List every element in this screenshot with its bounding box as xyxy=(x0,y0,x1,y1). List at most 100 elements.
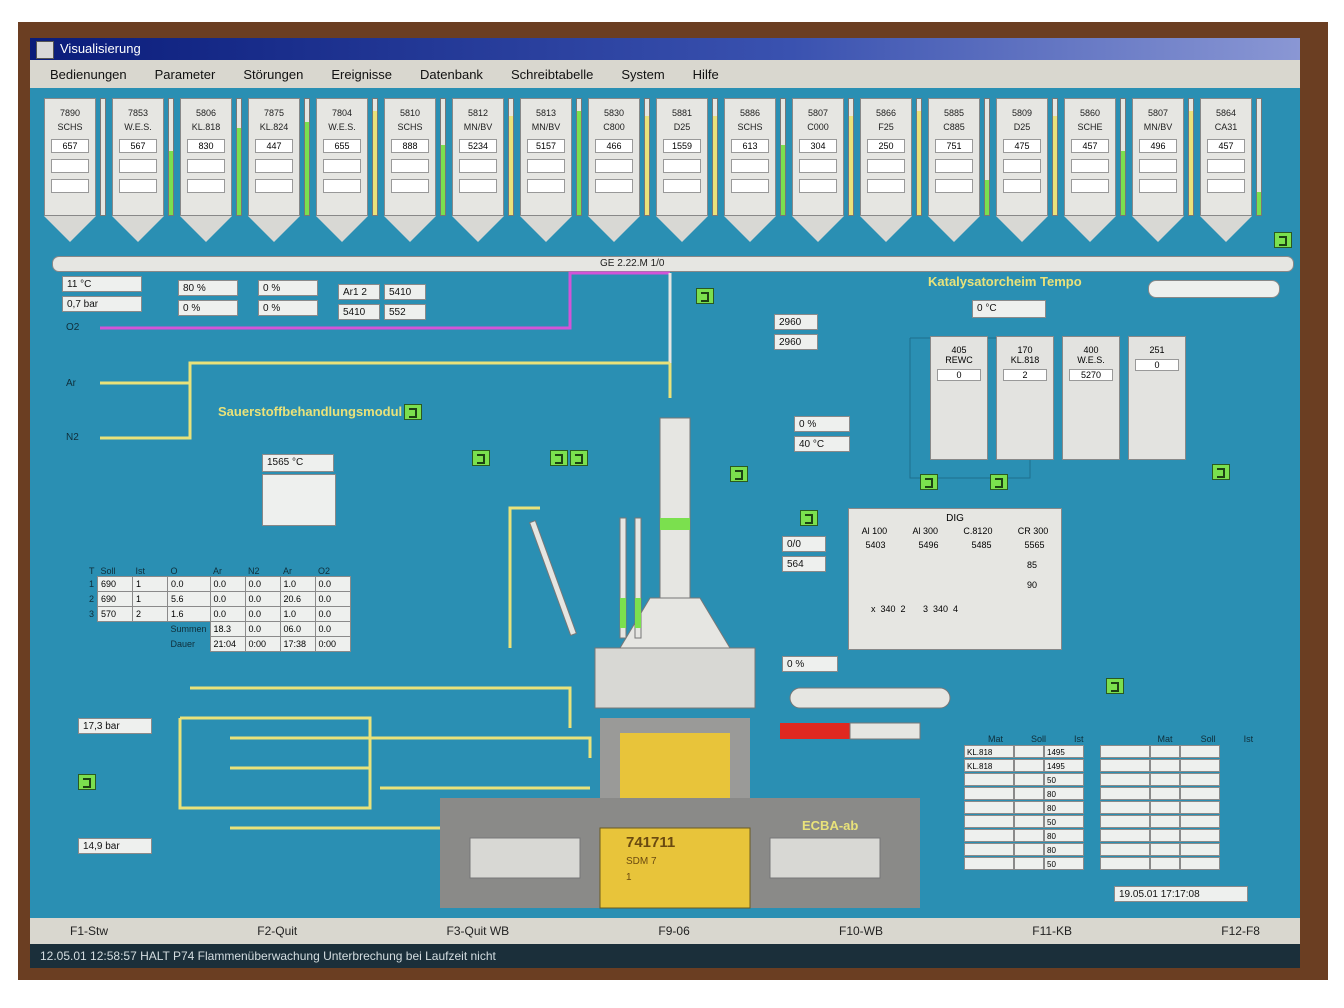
menu-hilfe[interactable]: Hilfe xyxy=(692,66,719,82)
grid-cell[interactable]: 1.0 xyxy=(279,606,316,622)
menu-schreibtabelle[interactable]: Schreibtabelle xyxy=(510,66,594,82)
menu-bedienungen[interactable]: Bedienungen xyxy=(50,66,127,82)
table-cell[interactable] xyxy=(1150,815,1180,828)
silo[interactable]: 7890 SCHS 657 xyxy=(44,98,106,248)
table-cell[interactable] xyxy=(1150,801,1180,814)
table-cell[interactable] xyxy=(1180,857,1220,870)
table-cell[interactable] xyxy=(964,801,1014,814)
table-cell[interactable] xyxy=(1014,759,1044,772)
table-cell[interactable] xyxy=(1100,815,1150,828)
grid-cell[interactable]: 570 xyxy=(97,606,134,622)
silo[interactable]: 7875 KL.824 447 xyxy=(248,98,310,248)
table-cell[interactable] xyxy=(1100,829,1150,842)
table-cell[interactable]: KL.818 xyxy=(964,745,1014,758)
grid-cell[interactable]: 0.0 xyxy=(209,591,246,607)
fkey-4[interactable]: F9-06 xyxy=(658,924,690,938)
table-cell[interactable] xyxy=(1014,801,1044,814)
table-cell[interactable] xyxy=(1180,745,1220,758)
table-cell[interactable] xyxy=(964,787,1014,800)
silo[interactable]: 5886 SCHS 613 xyxy=(724,98,786,248)
kathode-tank[interactable]: 251 0 xyxy=(1128,336,1186,460)
lower-left-button[interactable] xyxy=(78,774,96,790)
table-cell[interactable] xyxy=(1150,759,1180,772)
fkey-1[interactable]: F1-Stw xyxy=(70,924,109,938)
grid-cell[interactable]: 0.0 xyxy=(314,606,351,622)
kathode-tank[interactable]: 170 KL.818 2 xyxy=(996,336,1054,460)
table-cell[interactable] xyxy=(1100,787,1150,800)
kathode-dropdown[interactable] xyxy=(1148,280,1280,298)
table-cell[interactable]: 50 xyxy=(1044,815,1084,828)
grid-cell[interactable]: 0.0 xyxy=(314,576,351,592)
grid-cell[interactable]: 2 xyxy=(132,606,169,622)
table-cell[interactable] xyxy=(1014,745,1044,758)
table-cell[interactable] xyxy=(1014,815,1044,828)
table-cell[interactable]: 50 xyxy=(1044,857,1084,870)
silo[interactable]: 5809 D25 475 xyxy=(996,98,1058,248)
table-cell[interactable] xyxy=(1100,843,1150,856)
grid-cell[interactable]: 0.0 xyxy=(209,606,246,622)
table-cell[interactable] xyxy=(1100,745,1150,758)
fkey-5[interactable]: F10-WB xyxy=(839,924,884,938)
grid-cell[interactable]: 0.0 xyxy=(244,606,281,622)
table-cell[interactable] xyxy=(1100,801,1150,814)
lance-button-3[interactable] xyxy=(550,450,568,466)
table-cell[interactable] xyxy=(1014,857,1044,870)
table-cell[interactable] xyxy=(1180,773,1220,786)
kathode-tank[interactable]: 400 W.E.S. 5270 xyxy=(1062,336,1120,460)
grid-cell[interactable]: 0.0 xyxy=(314,591,351,607)
table-cell[interactable] xyxy=(1014,843,1044,856)
table-cell[interactable] xyxy=(1180,759,1220,772)
silo[interactable]: 5807 MN/BV 496 xyxy=(1132,98,1194,248)
kathode-button-2[interactable] xyxy=(990,474,1008,490)
table-cell[interactable]: 80 xyxy=(1044,843,1084,856)
menu-system[interactable]: System xyxy=(621,66,665,82)
table-cell[interactable] xyxy=(1180,843,1220,856)
table-cell[interactable]: 80 xyxy=(1044,829,1084,842)
menu-ereignisse[interactable]: Ereignisse xyxy=(331,66,393,82)
grid-cell[interactable]: 0.0 xyxy=(209,576,246,592)
table-cell[interactable] xyxy=(1014,787,1044,800)
table-cell[interactable] xyxy=(1150,857,1180,870)
lance-button-6[interactable] xyxy=(800,510,818,526)
lance-button-7[interactable] xyxy=(1106,678,1124,694)
lance-button-4[interactable] xyxy=(570,450,588,466)
menu-datenbank[interactable]: Datenbank xyxy=(420,66,483,82)
silo[interactable]: 5812 MN/BV 5234 xyxy=(452,98,514,248)
fkey-2[interactable]: F2-Quit xyxy=(257,924,298,938)
lance-button-5[interactable] xyxy=(730,466,748,482)
grid-cell[interactable]: 1 xyxy=(132,576,169,592)
menu-parameter[interactable]: Parameter xyxy=(154,66,216,82)
table-cell[interactable] xyxy=(964,857,1014,870)
table-cell[interactable] xyxy=(1150,843,1180,856)
kathode-button-3[interactable] xyxy=(1212,464,1230,480)
silo[interactable]: 5806 KL.818 830 xyxy=(180,98,242,248)
table-cell[interactable] xyxy=(1014,773,1044,786)
table-cell[interactable] xyxy=(964,843,1014,856)
silo[interactable]: 5813 MN/BV 5157 xyxy=(520,98,582,248)
sauerstoff-module-button[interactable] xyxy=(404,404,422,420)
table-cell[interactable]: KL.818 xyxy=(964,759,1014,772)
table-cell[interactable] xyxy=(1150,773,1180,786)
table-cell[interactable] xyxy=(1180,829,1220,842)
conveyor-button[interactable] xyxy=(1274,232,1292,248)
table-cell[interactable]: 1495 xyxy=(1044,745,1084,758)
grid-cell[interactable]: 0.0 xyxy=(244,576,281,592)
fkey-3[interactable]: F3-Quit WB xyxy=(446,924,510,938)
silo[interactable]: 5881 D25 1559 xyxy=(656,98,718,248)
table-cell[interactable] xyxy=(1180,801,1220,814)
grid-cell[interactable]: 1.6 xyxy=(167,606,211,622)
table-cell[interactable] xyxy=(964,773,1014,786)
kathode-tank[interactable]: 405 REWC 0 xyxy=(930,336,988,460)
grid-cell[interactable]: 0.0 xyxy=(244,591,281,607)
table-cell[interactable] xyxy=(1180,815,1220,828)
menu-stoerungen[interactable]: Störungen xyxy=(243,66,304,82)
table-cell[interactable] xyxy=(1100,773,1150,786)
grid-cell[interactable]: 690 xyxy=(97,576,134,592)
silo[interactable]: 5807 C000 304 xyxy=(792,98,854,248)
table-cell[interactable]: 50 xyxy=(1044,773,1084,786)
table-cell[interactable]: 1495 xyxy=(1044,759,1084,772)
table-cell[interactable] xyxy=(1150,787,1180,800)
grid-cell[interactable]: 5.6 xyxy=(167,591,211,607)
table-cell[interactable] xyxy=(1100,759,1150,772)
grid-cell[interactable]: 0.0 xyxy=(167,576,211,592)
